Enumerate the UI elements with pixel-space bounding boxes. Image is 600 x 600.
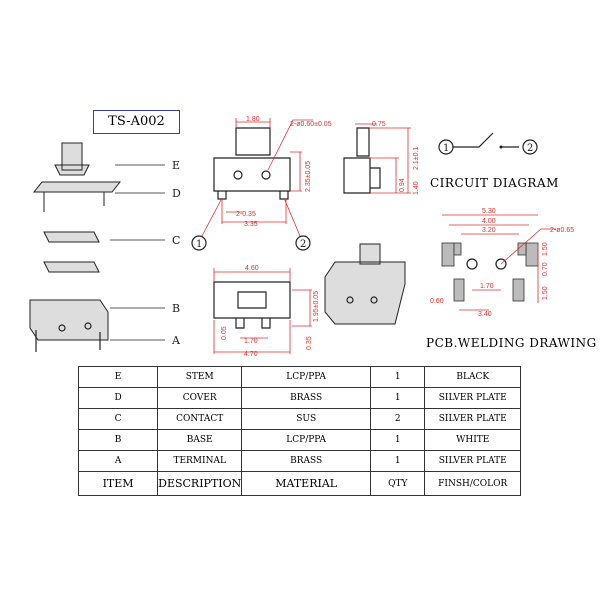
stem-part	[54, 142, 90, 176]
terminal-part	[35, 330, 101, 352]
dimension-label: 0.60	[430, 298, 444, 305]
callout-c: C	[172, 234, 180, 247]
dimension-label: 2-ø0.65	[550, 227, 574, 234]
callout-e: E	[172, 159, 180, 172]
dimension-label: 3.35	[244, 221, 258, 228]
table-cell: CONTACT	[157, 408, 243, 430]
pcb-drawing-label: PCB.WELDING DRAWING	[426, 336, 597, 350]
dimension-label: 0.05	[221, 326, 228, 340]
table-cell: E	[77, 366, 159, 388]
table-cell: SILVER PLATE	[424, 408, 521, 430]
side-view: 0.75 2.1±0.1 1.40 0.94	[343, 121, 420, 195]
contact-part-1	[43, 231, 100, 243]
table-cell: STEM	[157, 366, 243, 388]
callout-d: D	[172, 187, 181, 200]
table-cell: DESCRIPTION	[157, 471, 243, 496]
table-cell: FINSH/COLOR	[424, 471, 521, 496]
table-cell: C	[77, 408, 159, 430]
table-cell: QTY	[370, 471, 426, 496]
dimension-label: 3.20	[482, 227, 496, 234]
dimension-label: 0.94	[399, 178, 406, 192]
dimension-label: 4.70	[244, 351, 258, 358]
table-cell: D	[77, 387, 159, 409]
dimension-label: 2.35±0.05	[305, 161, 312, 192]
circuit-diagram: 1 2	[438, 132, 538, 155]
dimension-label: 4.60	[245, 265, 259, 272]
dimension-label: 2	[300, 239, 306, 250]
dimension-label: 1.40	[413, 181, 420, 195]
dimension-label: 4.00	[482, 218, 496, 225]
dimension-label: 3.40	[478, 311, 492, 318]
isometric-view	[324, 243, 406, 325]
contact-part-2	[43, 261, 100, 273]
pcb-welding-drawing: 5.30 4.00 3.20 2-ø0.65 1.70 1.50 0.70 1.…	[430, 208, 574, 318]
table-cell: WHITE	[424, 429, 521, 451]
table-cell: MATERIAL	[241, 471, 372, 496]
table-cell: BASE	[157, 429, 243, 451]
callout-b: B	[172, 302, 180, 315]
table-cell: BRASS	[241, 387, 372, 409]
table-cell: BLACK	[424, 366, 521, 388]
dimension-label: 1.50	[542, 242, 549, 256]
table-cell: SUS	[241, 408, 372, 430]
table-cell: BRASS	[241, 450, 372, 472]
dimension-label: 1.80	[246, 116, 260, 123]
dimension-label: 0.75	[372, 121, 386, 128]
exploded-view: E D C B A	[29, 142, 181, 352]
dimension-label: 1	[443, 143, 449, 154]
table-cell: ITEM	[77, 471, 159, 496]
table-cell: COVER	[157, 387, 243, 409]
table-cell: 1	[370, 387, 426, 409]
dimension-label: 1.70	[480, 283, 494, 290]
table-cell: B	[77, 429, 159, 451]
table-cell: SILVER PLATE	[424, 387, 521, 409]
dimension-label: 5.30	[482, 208, 496, 215]
table-cell: 2	[370, 408, 426, 430]
dimension-label: 2.1±0.1	[413, 147, 420, 170]
dimension-label: 2-0.35	[236, 211, 256, 218]
table-cell: TERMINAL	[157, 450, 243, 472]
dimension-label: 1.70	[244, 338, 258, 345]
table-cell: 1	[370, 450, 426, 472]
table-cell: 1	[370, 366, 426, 388]
dimension-label: 0.35	[306, 336, 313, 350]
dimension-label: 1	[196, 239, 202, 250]
circuit-diagram-label: CIRCUIT DIAGRAM	[430, 176, 559, 190]
base-part	[29, 299, 109, 341]
callout-a: A	[171, 334, 181, 347]
dimension-label: 1.95±0.05	[313, 291, 320, 322]
dimension-label: 1.50	[542, 286, 549, 300]
table-cell: 1	[370, 429, 426, 451]
dimension-label: 2-ø0.60±0.05	[290, 121, 332, 128]
dimension-label: 0.70	[542, 262, 549, 276]
table-cell: LCP/PPA	[241, 366, 372, 388]
table-cell: SILVER PLATE	[424, 450, 521, 472]
part-number-title: TS-A002	[93, 110, 180, 134]
dimension-label: 2	[527, 143, 533, 154]
table-cell: LCP/PPA	[241, 429, 372, 451]
bottom-view: 4.60 1.95±0.05 0.05 1.70 4.70 0.35	[213, 265, 320, 358]
table-cell: A	[77, 450, 159, 472]
front-view: 1.80 2-ø0.60±0.05 2-0.35 3.35 2.35±0.05 …	[191, 116, 332, 251]
cover-part	[32, 181, 122, 212]
